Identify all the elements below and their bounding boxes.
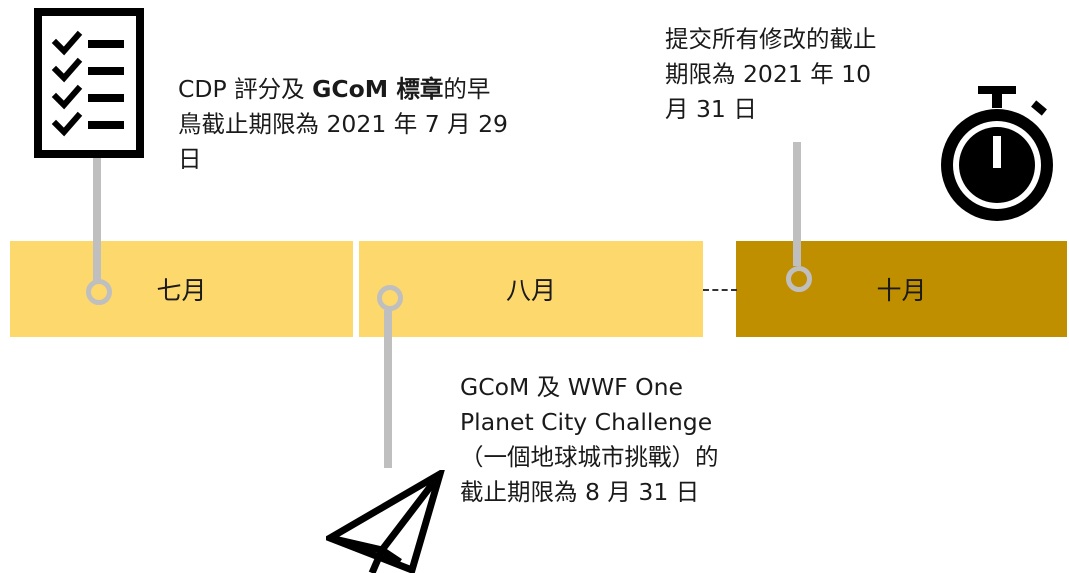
checklist-icon <box>34 8 144 158</box>
paper-plane-icon <box>326 470 450 573</box>
month-label: 八月 <box>505 276 556 305</box>
connector-line-october <box>793 142 801 266</box>
callout-line: CDP 評分及 GCoM 標章的早 <box>178 75 491 103</box>
callout-line: 期限為 2021 年 10 <box>665 60 872 88</box>
callout-line: （一個地球城市挑戰）的 <box>460 443 719 471</box>
connector-node-october <box>786 266 812 292</box>
connector-line-july <box>93 158 101 284</box>
month-block-october: 十月 <box>736 241 1067 337</box>
month-label: 十月 <box>876 276 927 305</box>
connector-node-july <box>86 279 112 305</box>
month-block-august: 八月 <box>359 241 703 337</box>
callout-line: 截止期限為 8 月 31 日 <box>460 478 700 506</box>
timeline-gap-dashes <box>703 289 737 291</box>
callout-line: 提交所有修改的截止 <box>665 25 877 53</box>
callout-line: 鳥截止期限為 2021 年 7 月 29 <box>178 110 509 138</box>
callout-amendment-deadline: 提交所有修改的截止 期限為 2021 年 10 月 31 日 <box>665 22 877 127</box>
month-label: 七月 <box>156 276 207 305</box>
callout-line: 日 <box>178 145 202 173</box>
callout-line: Planet City Challenge <box>460 408 713 436</box>
callout-early-bird-deadline: CDP 評分及 GCoM 標章的早 鳥截止期限為 2021 年 7 月 29 日 <box>178 72 508 177</box>
callout-bold-text: GCoM 標章 <box>312 75 444 103</box>
callout-one-planet-deadline: GCoM 及 WWF One Planet City Challenge （一個… <box>460 370 719 510</box>
month-block-july: 七月 <box>10 241 353 337</box>
connector-node-august <box>377 285 403 311</box>
connector-line-august <box>384 310 392 468</box>
callout-line: 月 31 日 <box>665 95 757 123</box>
stopwatch-icon <box>934 84 1060 224</box>
callout-line: GCoM 及 WWF One <box>460 373 684 401</box>
